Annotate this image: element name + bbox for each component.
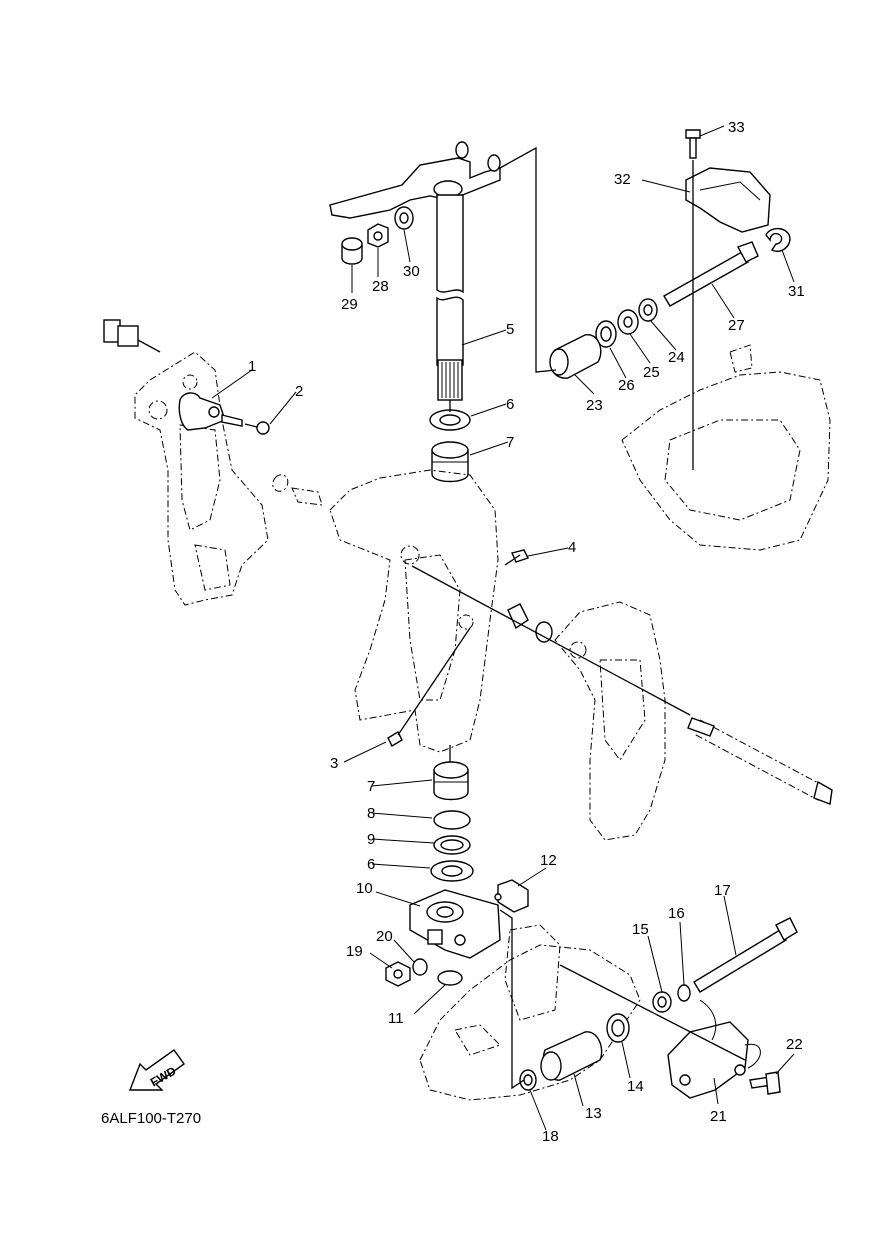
mount-rubber-part-13 — [540, 1031, 603, 1081]
callout-14: 14 — [627, 1078, 644, 1095]
leader-lines — [211, 125, 795, 1131]
callout-4: 4 — [568, 539, 576, 556]
callout-20: 20 — [376, 928, 393, 945]
callout-33: 33 — [728, 119, 745, 136]
callout-6b: 6 — [367, 856, 375, 873]
callout-18: 18 — [542, 1128, 559, 1145]
callout-23: 23 — [586, 397, 603, 414]
washer-part-16 — [677, 984, 691, 1002]
washer-part-20 — [412, 958, 428, 976]
swivel-bracket — [272, 469, 499, 753]
callout-25: 25 — [643, 364, 660, 381]
bushing-part-7-lower — [433, 761, 469, 801]
lower-case-housing — [419, 924, 641, 1101]
callout-31: 31 — [788, 283, 805, 300]
washer-part-9 — [433, 835, 471, 855]
callout-1: 1 — [248, 358, 256, 375]
lower-mount-part-10 — [409, 889, 501, 959]
bolt-part-17 — [693, 917, 798, 993]
callout-3: 3 — [330, 755, 338, 772]
callout-28: 28 — [372, 278, 389, 295]
callout-29: 29 — [341, 296, 358, 313]
steering-arm — [329, 141, 501, 219]
callout-30: 30 — [403, 263, 420, 280]
bolt-part-22 — [749, 1071, 781, 1095]
washer-part-14 — [606, 1013, 630, 1043]
callout-10: 10 — [356, 880, 373, 897]
washer-part-30 — [394, 206, 414, 230]
left-clamp-bracket — [134, 351, 269, 606]
swivel-bushing — [507, 603, 553, 643]
callout-15: 15 — [632, 921, 649, 938]
tilt-tube — [687, 717, 833, 805]
clip-part-31 — [765, 227, 791, 252]
bushing-part-7-upper — [431, 441, 469, 483]
washer-part-26 — [595, 320, 617, 348]
bolt-part-27 — [663, 241, 759, 307]
washer-part-6-lower — [430, 860, 474, 882]
mount-rubber-part-23 — [549, 334, 602, 379]
callout-numbers: 1 2 3 4 5 6 6 7 7 8 9 10 11 12 13 14 15 … — [248, 119, 805, 1145]
bracket-part-12 — [494, 879, 529, 913]
nut-part-19 — [385, 961, 411, 987]
right-clamp-bracket — [554, 601, 666, 841]
nut-part-28 — [367, 223, 389, 248]
callout-16: 16 — [668, 905, 685, 922]
callout-11: 11 — [388, 1010, 404, 1027]
diagram-code: 6ALF100-T270 — [101, 1110, 201, 1127]
callout-24: 24 — [668, 349, 685, 366]
callout-13: 13 — [585, 1105, 602, 1122]
callout-19: 19 — [346, 943, 363, 960]
callout-5: 5 — [506, 321, 514, 338]
callout-27: 27 — [728, 317, 745, 334]
washer-part-6-upper — [429, 409, 471, 431]
forward-direction-arrow: FWD — [128, 1049, 185, 1091]
cap-part-29 — [341, 237, 363, 265]
callout-8: 8 — [367, 805, 375, 822]
washer-part-25 — [617, 309, 639, 335]
mount-bracket-part-21 — [667, 999, 761, 1099]
callout-2: 2 — [295, 383, 303, 400]
cover-part-32 — [685, 167, 771, 233]
clip-part-4 — [511, 549, 529, 563]
callout-26: 26 — [618, 377, 635, 394]
callout-6a: 6 — [506, 396, 514, 413]
screw-part-2 — [244, 421, 270, 435]
washer-part-15 — [652, 991, 672, 1013]
callout-12: 12 — [540, 852, 557, 869]
callout-7b: 7 — [367, 778, 375, 795]
callout-32: 32 — [614, 171, 631, 188]
assembly-lines — [397, 146, 746, 1090]
upper-engine-housing — [621, 344, 831, 551]
steering-shaft-part-5 — [436, 194, 464, 401]
trim-sensor-part-1 — [178, 392, 243, 431]
washer-part-24 — [638, 298, 658, 322]
o-ring-part-8 — [433, 810, 471, 830]
callout-21: 21 — [710, 1108, 727, 1125]
callout-7a: 7 — [506, 434, 514, 451]
callout-22: 22 — [786, 1036, 803, 1053]
screw-part-3 — [387, 731, 403, 747]
trim-sender-connector — [103, 319, 161, 353]
callout-9: 9 — [367, 831, 375, 848]
washer-part-11 — [437, 970, 463, 986]
bolt-part-33 — [685, 129, 701, 159]
callout-17: 17 — [714, 882, 731, 899]
washer-part-18 — [519, 1069, 537, 1091]
